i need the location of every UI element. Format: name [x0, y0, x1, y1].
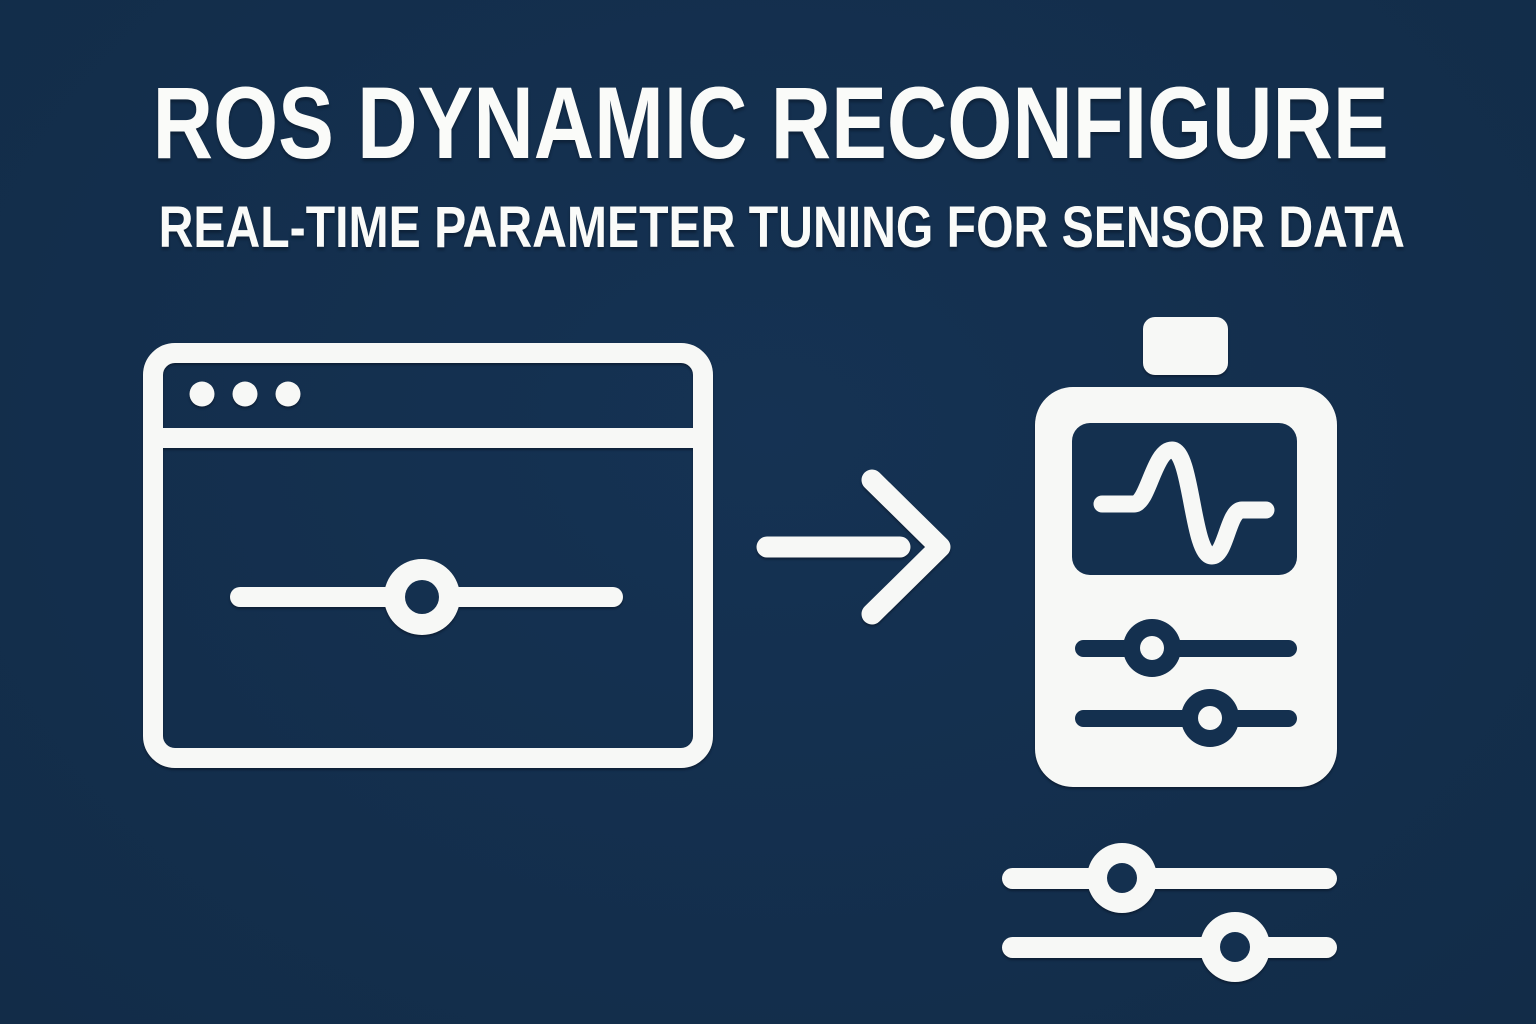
slider-knob-hole — [1220, 932, 1250, 962]
sensor-device-icon — [1035, 317, 1337, 787]
slider-track — [1002, 937, 1337, 958]
window-dot-icon — [232, 381, 258, 407]
page-title: ROS DYNAMIC RECONFIGURE — [0, 72, 1536, 174]
waveform-icon — [1093, 441, 1275, 565]
slider-knob-hole — [1107, 863, 1137, 893]
page-subtitle: REAL-TIME PARAMETER TUNING FOR SENSOR DA… — [0, 199, 1536, 257]
arrow-right-icon — [756, 469, 951, 625]
device-cap — [1143, 317, 1228, 375]
arrow-head — [861, 469, 951, 625]
window-frame — [143, 343, 713, 768]
browser-window-slider-icon — [143, 343, 713, 768]
device-slider-knob-hole — [1198, 706, 1222, 730]
page-subtitle-text: REAL-TIME PARAMETER TUNING FOR SENSOR DA… — [158, 195, 1406, 260]
device-slider-track — [1075, 640, 1297, 657]
window-slider-knob-hole — [405, 580, 439, 614]
window-titlebar-divider — [163, 428, 693, 448]
window-dot-icon — [189, 381, 215, 407]
window-dot-icon — [275, 381, 301, 407]
device-slider-knob-hole — [1140, 636, 1164, 660]
page-title-text: ROS DYNAMIC RECONFIGURE — [152, 66, 1390, 180]
slider-track — [1002, 868, 1337, 889]
tuning-sliders-icon — [1002, 843, 1337, 982]
